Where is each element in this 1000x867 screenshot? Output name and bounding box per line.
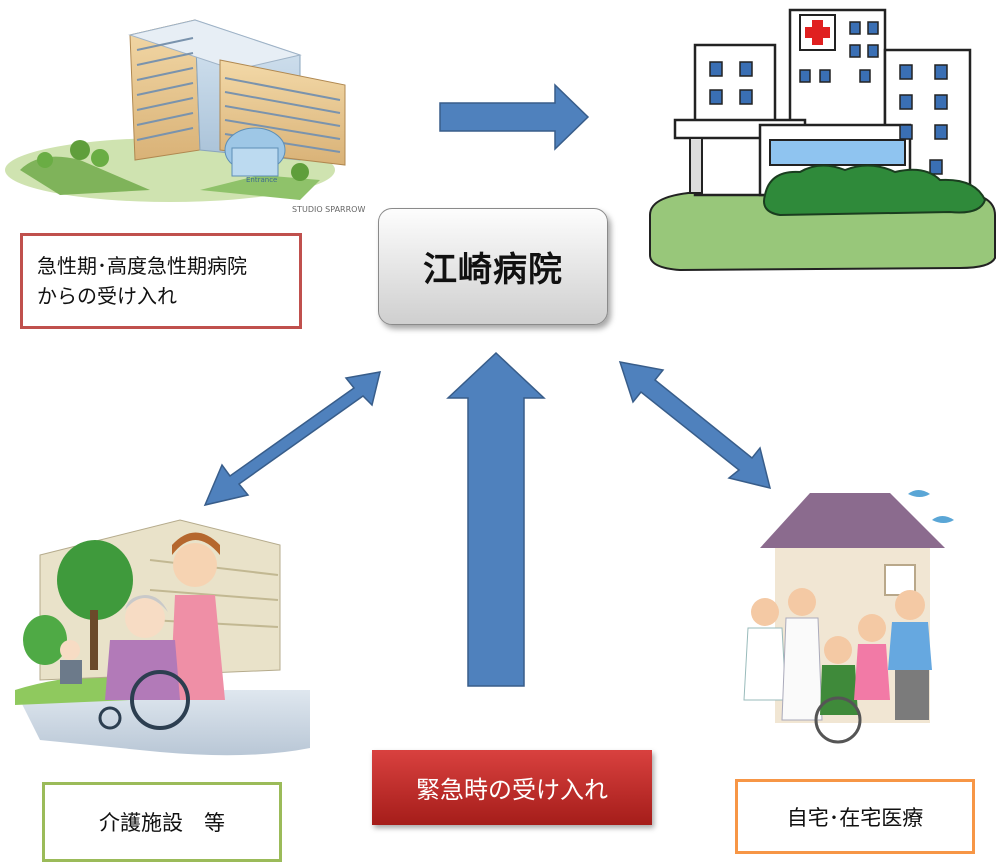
acute-care-line1: 急性期･高度急性期病院	[37, 254, 247, 278]
care-facility-label-box: 介護施設 等	[42, 782, 282, 862]
emergency-label: 緊急時の受け入れ	[416, 776, 608, 804]
arrow-home-bidirectional	[618, 361, 772, 490]
studio-caption: STUDIO SPARROW	[292, 205, 365, 214]
home-care-illustration	[743, 490, 954, 744]
home-care-label-box: 自宅･在宅医療	[735, 779, 975, 854]
cartoon-hospital-illustration	[649, 8, 996, 272]
entrance-sign: Entrance	[246, 176, 277, 184]
arrow-acute-to-hospital	[439, 83, 590, 151]
care-facility-label: 介護施設 等	[99, 811, 225, 835]
acute-care-label-box: 急性期･高度急性期病院 からの受け入れ	[20, 233, 302, 329]
acute-care-line2: からの受け入れ	[37, 284, 177, 308]
arrow-care-bidirectional	[203, 371, 381, 507]
care-facility-illustration	[15, 519, 310, 756]
acute-hospital-illustration: Entrance STUDIO SPARROW	[5, 19, 366, 214]
center-title: 江崎病院	[423, 250, 563, 290]
ezaki-hospital-box: 江崎病院	[378, 208, 608, 325]
arrow-emergency-up	[446, 351, 546, 687]
emergency-label-box: 緊急時の受け入れ	[372, 750, 652, 825]
home-care-label: 自宅･在宅医療	[786, 805, 924, 830]
